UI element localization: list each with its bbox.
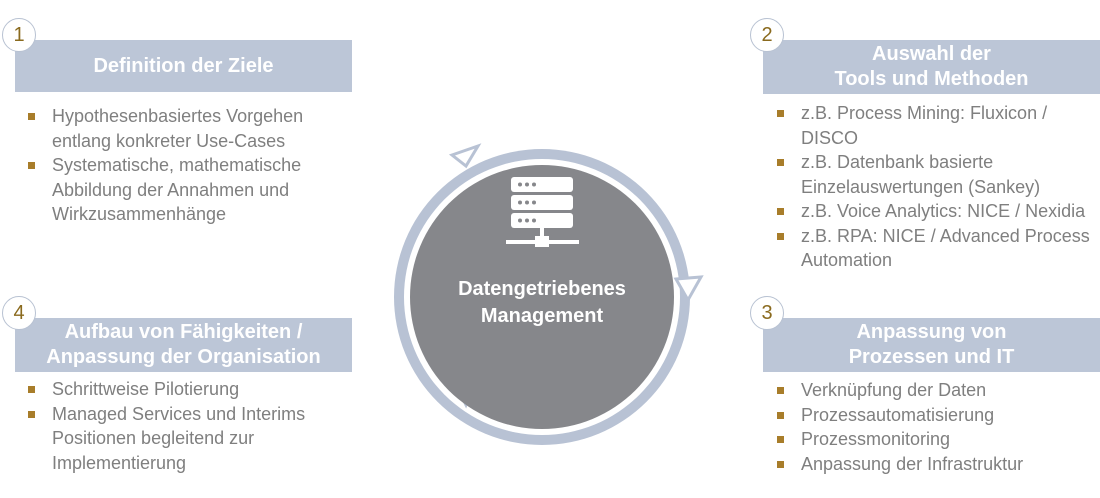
section-1-title: Definition der Ziele xyxy=(93,54,274,77)
section-2-bullets: z.B. Process Mining: Fluxicon / DISCO z.… xyxy=(773,101,1095,273)
section-4-number: 4 xyxy=(2,296,36,330)
section-2-number: 2 xyxy=(750,18,784,52)
section-4-title-line2: Anpassung der Organisation xyxy=(46,346,321,368)
section-3-title-line2: Prozessen und IT xyxy=(848,346,1015,368)
cycle-arrow-right xyxy=(673,275,704,304)
section-4-title-line1: Aufbau von Fähigkeiten / xyxy=(64,321,303,343)
section-3-title-line1: Anpassung von xyxy=(856,321,1007,343)
section-1-number: 1 xyxy=(2,18,36,52)
section-3-bullet: Prozessmonitoring xyxy=(773,427,1095,452)
section-1-bullet: Hypothesenbasiertes Vorgehen entlang kon… xyxy=(24,104,354,153)
section-2-bullet: z.B. Voice Analytics: NICE / Nexidia xyxy=(773,199,1095,224)
server-icon xyxy=(506,177,579,247)
section-2-bullet: z.B. RPA: NICE / Advanced Process Automa… xyxy=(773,224,1095,273)
section-3-bullet: Verknüpfung der Daten xyxy=(773,378,1095,403)
section-4-bullets: Schrittweise Pilotierung Managed Service… xyxy=(24,377,354,475)
section-4-bullet: Managed Services und Interims Positionen… xyxy=(24,402,354,476)
section-3-bullet: Anpassung der Infrastruktur xyxy=(773,452,1095,477)
section-1-bullet: Systematische, mathematische Abbildung d… xyxy=(24,153,354,227)
section-3-header: Anpassung von Prozessen und IT xyxy=(763,318,1100,372)
section-4-bullet: Schrittweise Pilotierung xyxy=(24,377,354,402)
center-title: Datengetriebenes Management xyxy=(440,276,644,330)
section-2-bullet: z.B. Process Mining: Fluxicon / DISCO xyxy=(773,101,1095,150)
section-3-bullets: Verknüpfung der Daten Prozessautomatisie… xyxy=(773,378,1095,476)
center-title-line1: Datengetriebenes xyxy=(458,278,626,300)
section-3-number: 3 xyxy=(750,296,784,330)
section-1-bullets: Hypothesenbasiertes Vorgehen entlang kon… xyxy=(24,104,354,227)
cycle-arrow-top xyxy=(448,143,482,169)
section-2-bullet: z.B. Datenbank basierte Einzelauswertung… xyxy=(773,150,1095,199)
section-4-header: Aufbau von Fähigkeiten / Anpassung der O… xyxy=(15,318,352,372)
center-title-line2: Management xyxy=(480,305,604,327)
section-1-header: Definition der Ziele xyxy=(15,40,352,92)
section-2-title-line2: Tools und Methoden xyxy=(834,68,1029,90)
section-2-title-line1: Auswahl der xyxy=(872,43,991,65)
section-2-header: Auswahl der Tools und Methoden xyxy=(763,40,1100,94)
center-circle xyxy=(410,165,674,429)
section-3-bullet: Prozessautomatisierung xyxy=(773,403,1095,428)
